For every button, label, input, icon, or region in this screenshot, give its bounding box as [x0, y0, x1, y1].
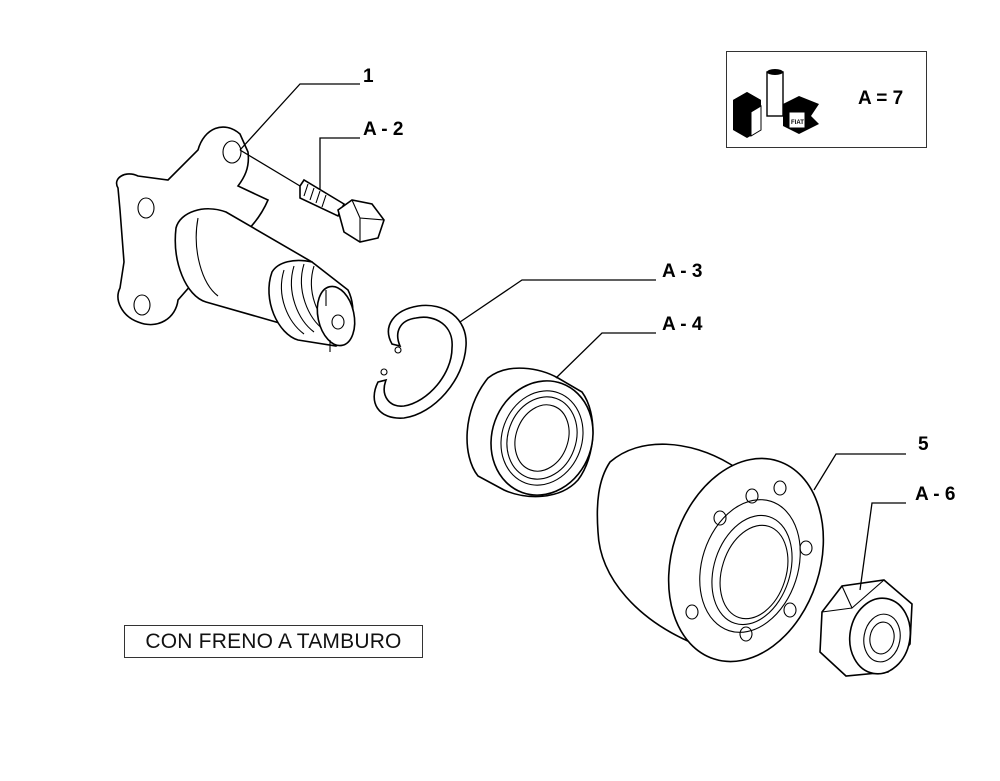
note-text: CON FRENO A TAMBURO [145, 629, 402, 653]
bolt-part [299, 178, 385, 243]
callout-a2: A - 2 [363, 119, 403, 140]
wheel-hub-part [596, 443, 825, 663]
callout-5: 5 [918, 434, 929, 455]
leader-lines [239, 83, 906, 591]
callout-a4: A - 4 [662, 314, 703, 335]
legend-box: FIAT [726, 51, 927, 148]
callout-1: 1 [363, 66, 374, 87]
wheel-bearing-part [466, 367, 594, 498]
snap-ring-part [373, 304, 467, 419]
fiat-parts-icon: FIAT [733, 69, 819, 138]
callout-a6: A - 6 [915, 484, 955, 505]
legend-text: A = 7 [858, 88, 904, 109]
fiat-badge: FIAT [791, 120, 804, 126]
note-box: CON FRENO A TAMBURO [124, 625, 423, 658]
callout-a3: A - 3 [662, 261, 702, 282]
hub-nut-part [819, 579, 913, 677]
stub-axle-part [115, 126, 356, 352]
